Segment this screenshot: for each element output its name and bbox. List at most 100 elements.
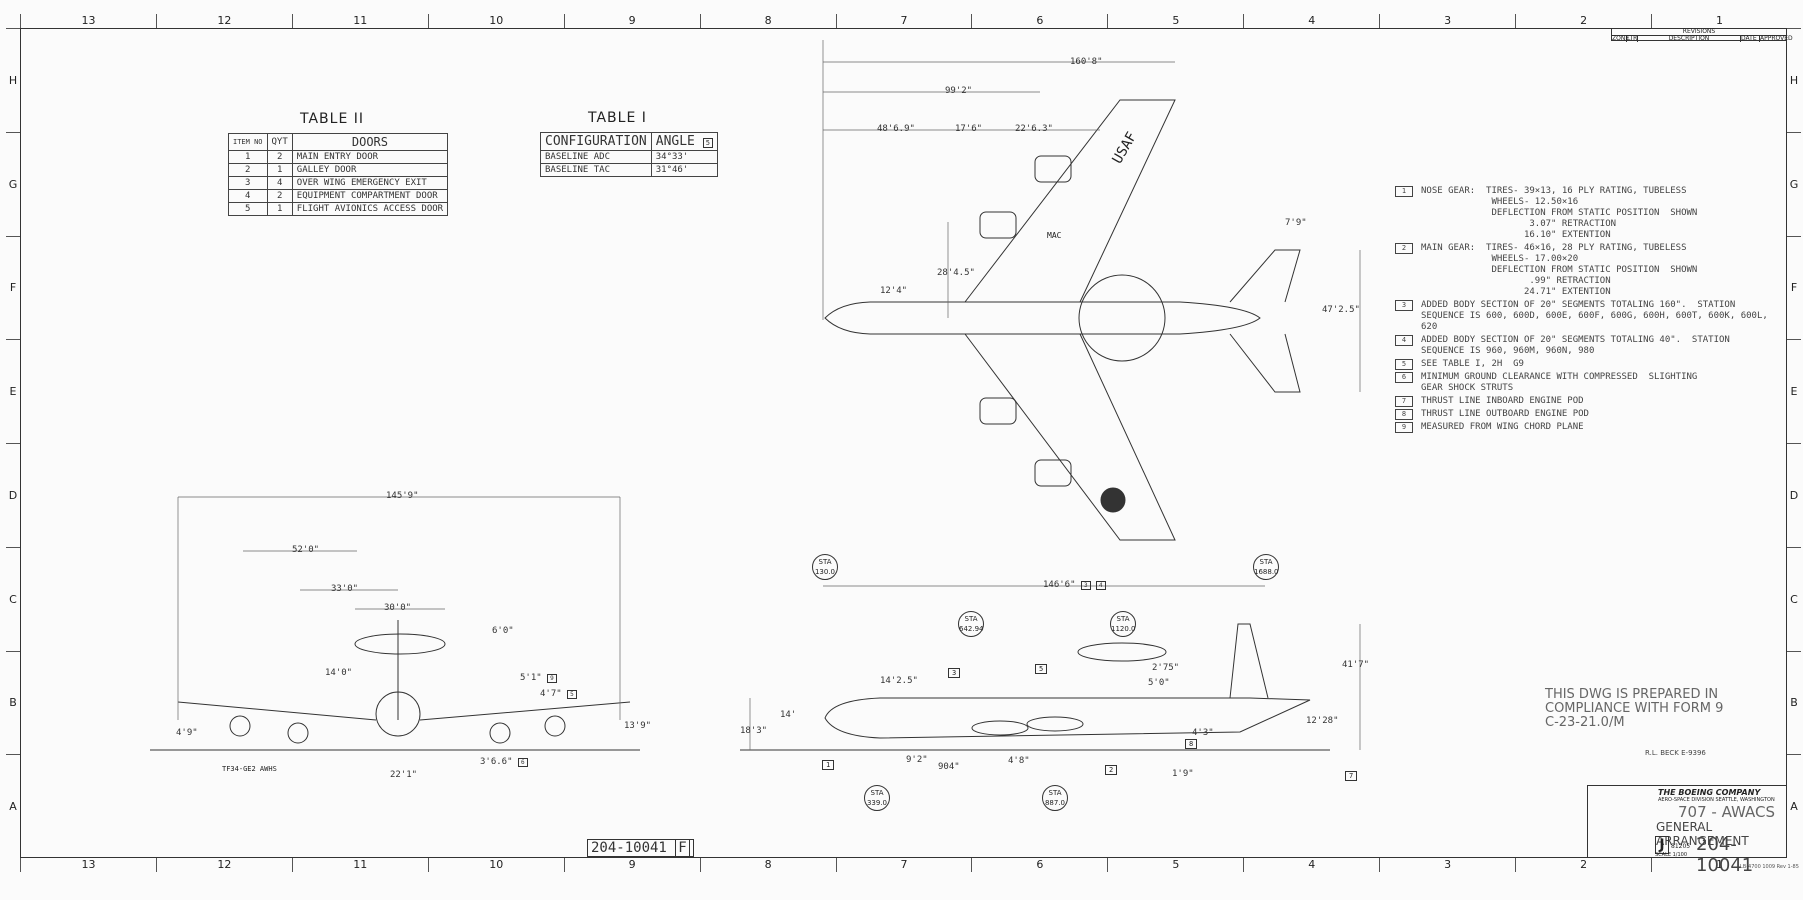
revisions-col: LTR: [1627, 35, 1638, 42]
table-cell: 1: [266, 202, 293, 216]
station-value: 642.94: [959, 625, 984, 633]
dimension-label: 52'0": [292, 545, 320, 555]
zone-rows-left: H G F E D C B A: [6, 28, 20, 858]
note-tag: 1: [822, 760, 835, 770]
dimension-text: 3'6.6": [480, 757, 513, 767]
dimension-label: 4'3": [1192, 728, 1214, 738]
general-notes: 1 NOSE GEAR: TIRES- 39×13, 16 PLY RATING,…: [1395, 186, 1768, 435]
note-text: MEASURED FROM WING CHORD PLANE: [1421, 422, 1584, 432]
zone-row-label: E: [6, 339, 20, 443]
dimension-label: 7'9": [1285, 218, 1307, 228]
dimension-label: 4'8": [1008, 756, 1030, 766]
dimension-label: 9'2": [906, 755, 928, 765]
note-tag: 5: [567, 690, 577, 699]
zone-col-label: 11: [291, 14, 428, 28]
table-cell: FLIGHT AVIONICS ACCESS DOOR: [291, 202, 449, 216]
dimension-label: 33'0": [331, 584, 359, 594]
station-label: STA: [818, 558, 832, 566]
top-view-dimensions: [822, 40, 1361, 392]
zone-col-label: 8: [699, 14, 836, 28]
note-tag: 4: [1095, 581, 1106, 590]
note-tag: 8: [1185, 739, 1198, 749]
note-item: 1 NOSE GEAR: TIRES- 39×13, 16 PLY RATING,…: [1395, 186, 1768, 241]
dimension-label: 13'9": [624, 721, 652, 731]
side-view-dimensions: [749, 585, 1361, 750]
zone-col-label: 13: [20, 14, 156, 28]
note-tag: 5: [702, 138, 713, 148]
note-number: 1: [1395, 186, 1413, 197]
note-tag: 5: [1035, 664, 1048, 674]
top-view-aircraft: [824, 99, 1301, 541]
zone-col-label: 9: [563, 14, 700, 28]
zone-col-label: 12: [155, 858, 292, 872]
dimension-label: 160'8": [1070, 57, 1103, 67]
table2-title: TABLE II: [300, 111, 364, 127]
drawing-frame: [20, 28, 1787, 858]
note-text: SEE TABLE I, 2H G9: [1421, 359, 1524, 369]
note-item: 3 ADDED BODY SECTION OF 20" SEGMENTS TOTA…: [1395, 300, 1768, 333]
zone-col-label: 7: [835, 858, 972, 872]
front-view-dimensions: [177, 496, 621, 720]
dimension-label: 12'4": [880, 286, 908, 296]
dimension-label: 12'28": [1306, 716, 1339, 726]
dimension-text: 4'7": [540, 689, 562, 699]
station-label: STA: [870, 789, 884, 797]
zone-col-label: 2: [1515, 14, 1651, 28]
engine-label: TF34-GE2 AWHS: [222, 765, 277, 773]
zone-row-label: F: [6, 235, 20, 340]
revisions-col: DATE: [1741, 36, 1760, 42]
dimension-label: 146'6" 3 4: [1043, 580, 1106, 590]
dimension-label: 47'2.5": [1322, 305, 1360, 315]
station-value: 1120.0: [1111, 625, 1136, 633]
note-tag: 3: [1080, 581, 1091, 590]
station-value: 887.0: [1044, 799, 1066, 807]
zone-row-label: E: [1787, 339, 1801, 443]
dimension-label: 30'0": [384, 603, 412, 613]
table-header-row: ITEM NO QYT DOORS: [228, 133, 449, 151]
note-text: NOSE GEAR: TIRES- 39×13, 16 PLY RATING, …: [1421, 186, 1698, 240]
dimension-label: 22'6.3": [1015, 124, 1053, 134]
dimension-label: 41'7": [1342, 660, 1370, 670]
note-number: 2: [1395, 243, 1413, 254]
note-number: 3: [1395, 300, 1413, 311]
dimension-label: 1'9": [1172, 769, 1194, 779]
zone-col-label: 11: [291, 858, 428, 872]
note-text: ADDED BODY SECTION OF 20" SEGMENTS TOTAL…: [1421, 300, 1768, 332]
zone-col-label: 1: [1651, 858, 1787, 872]
note-number: 9: [1395, 422, 1413, 433]
zone-col-label: 13: [20, 858, 156, 872]
zone-row-label: B: [1787, 650, 1801, 755]
station-value: 339.0: [866, 799, 888, 807]
zone-col-label: 3: [1379, 858, 1515, 872]
dimension-text: 146'6": [1043, 580, 1076, 590]
zone-col-label: 10: [427, 858, 564, 872]
zone-row-label: B: [6, 650, 20, 755]
zone-columns-top: 13 12 11 10 9 8 7 6 5 4 3 2 1: [20, 14, 1787, 28]
note-text: MINIMUM GROUND CLEARANCE WITH COMPRESSED…: [1421, 372, 1698, 393]
dimension-label: 3'6.6" 6: [480, 757, 528, 767]
compliance-note: THIS DWG IS PREPARED IN COMPLIANCE WITH …: [1545, 687, 1724, 730]
zone-row-label: H: [6, 28, 20, 132]
zone-rows-right: H G F E D C B A: [1787, 28, 1801, 858]
note-tag: 3: [948, 668, 961, 678]
note-tag: 6: [517, 758, 528, 767]
dimension-label: 48'6.9": [877, 124, 915, 134]
front-view-aircraft: [150, 620, 640, 751]
dimension-label: 5'1" 9: [520, 673, 557, 683]
zone-col-label: 5: [1107, 858, 1243, 872]
zone-row-label: H: [1787, 28, 1801, 132]
note-text: THRUST LINE OUTBOARD ENGINE POD: [1421, 409, 1589, 419]
station-label: STA: [964, 615, 978, 623]
station-label: STA: [1048, 789, 1062, 797]
station-label: STA: [1116, 615, 1130, 623]
revisions-col: APPROVED: [1760, 35, 1793, 42]
zone-col-label: 1: [1651, 14, 1787, 28]
revisions-col: ZONE: [1612, 35, 1630, 42]
zone-row-label: D: [1787, 443, 1801, 547]
zone-col-label: 6: [971, 14, 1107, 28]
